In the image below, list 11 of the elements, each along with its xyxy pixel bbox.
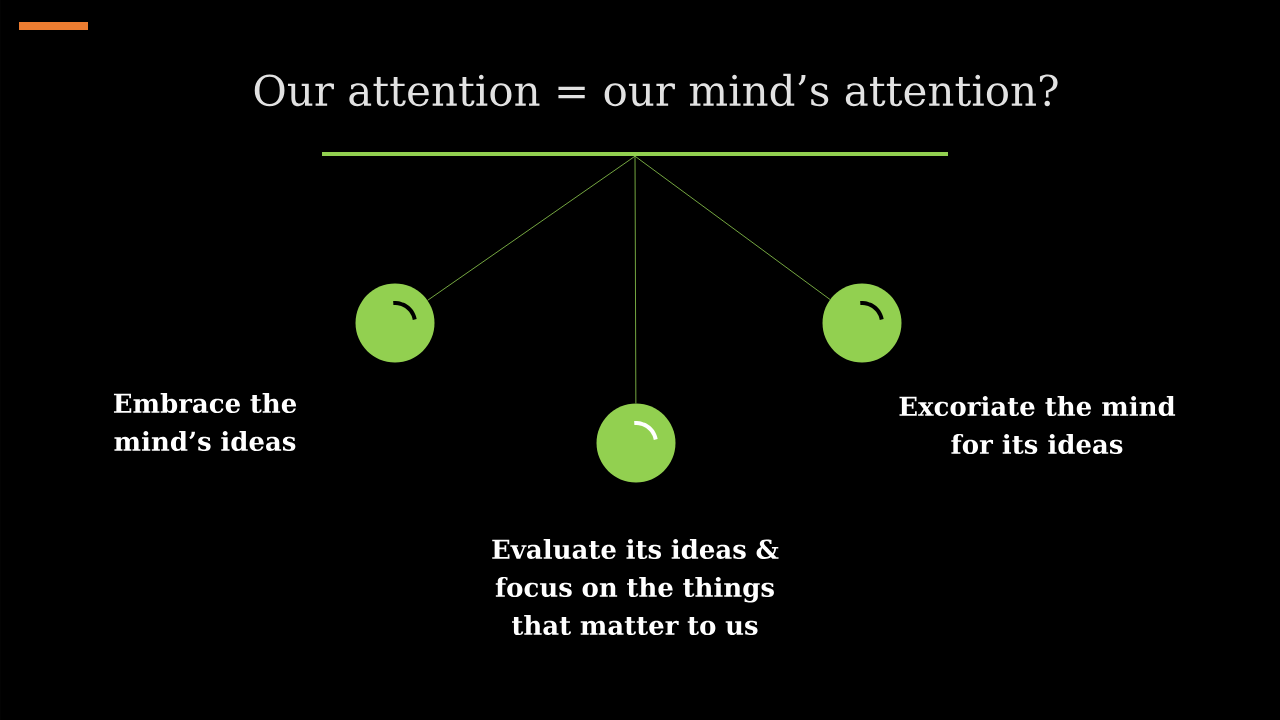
pendulum-string <box>427 155 636 301</box>
pendulum-string <box>634 155 831 300</box>
pendulum-ball <box>822 283 902 363</box>
pendulum-ball <box>596 403 676 483</box>
ball-caption: Evaluate its ideas & focus on the things that matter to us <box>492 538 779 636</box>
hanging-bar <box>322 152 948 156</box>
pendulum-string <box>634 155 637 404</box>
pendulum-ball <box>355 283 435 363</box>
ball-caption: Embrace the mind’s ideas <box>113 392 297 452</box>
ball-caption: Excoriate the mind for its ideas <box>899 395 1176 455</box>
slide-title: Our attention = our mind’s attention? <box>254 73 1058 107</box>
